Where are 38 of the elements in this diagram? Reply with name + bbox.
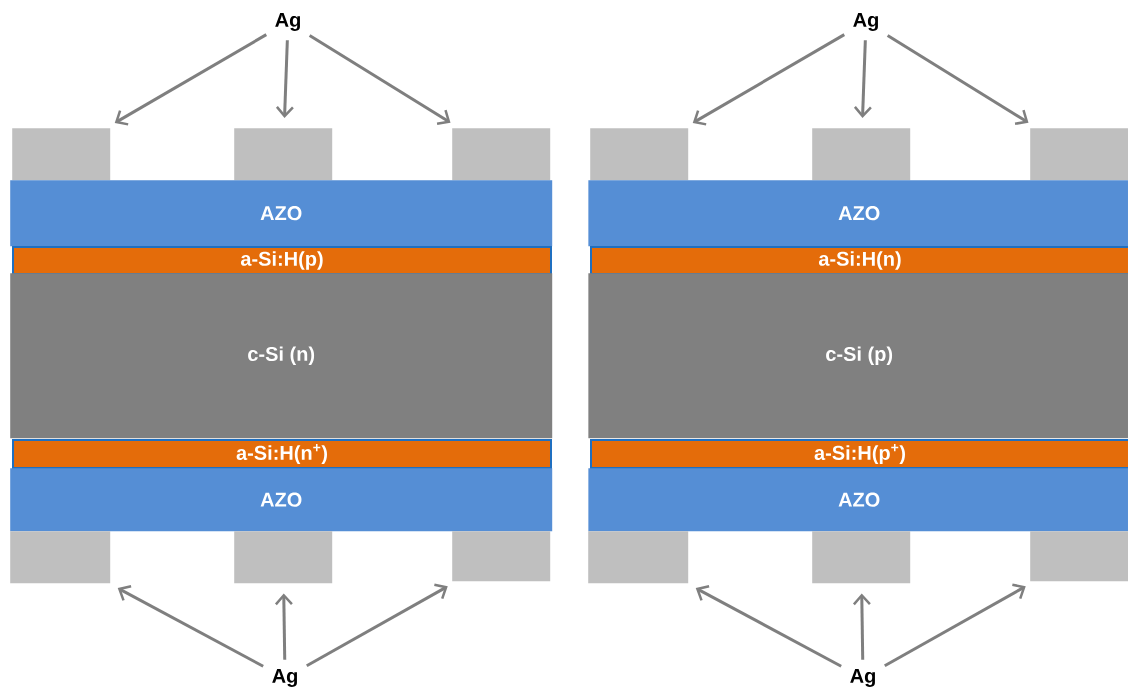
- electrode-pad: [812, 531, 911, 584]
- electrode-pad: [1030, 128, 1128, 181]
- electrode-pad: [812, 128, 911, 181]
- layer-band: a-Si:H(p$^{+}$): [590, 439, 1128, 469]
- layer-band: a-Si:H(p): [12, 246, 552, 275]
- layer-band: AZO: [588, 468, 1128, 532]
- layer-band: a-Si:H(n$^{+}$): [12, 439, 552, 469]
- arrow: [695, 585, 842, 668]
- layer-band: AZO: [588, 180, 1128, 247]
- electrode-pad: [452, 531, 551, 582]
- electrode-pad: [588, 531, 689, 584]
- layer-band: c-Si (n): [10, 273, 553, 439]
- arrow: [114, 33, 268, 126]
- electrode-pad: [234, 531, 333, 584]
- arrow: [853, 40, 872, 118]
- arrow: [308, 34, 451, 126]
- arrow: [692, 33, 846, 126]
- electrode-pad: [590, 128, 689, 181]
- arrow: [852, 593, 871, 660]
- electrode-pad: [12, 128, 111, 181]
- arrow: [275, 40, 294, 118]
- layer-band: c-Si (p): [588, 273, 1128, 439]
- electrode-pad: [234, 128, 333, 181]
- electrode-pad: [452, 128, 551, 181]
- arrow: [274, 593, 293, 660]
- layer-band: a-Si:H(n): [590, 246, 1128, 275]
- material-label: Ag: [275, 13, 300, 31]
- material-label: Ag: [850, 669, 875, 687]
- arrow: [117, 585, 264, 668]
- arrow: [306, 583, 448, 668]
- layer-band: AZO: [10, 468, 553, 532]
- arrow: [886, 34, 1029, 126]
- layer-band: AZO: [10, 180, 553, 247]
- material-label: Ag: [272, 669, 297, 687]
- electrode-pad: [1030, 531, 1128, 582]
- material-label: Ag: [853, 13, 878, 31]
- arrow: [884, 583, 1026, 668]
- electrode-pad: [10, 531, 111, 584]
